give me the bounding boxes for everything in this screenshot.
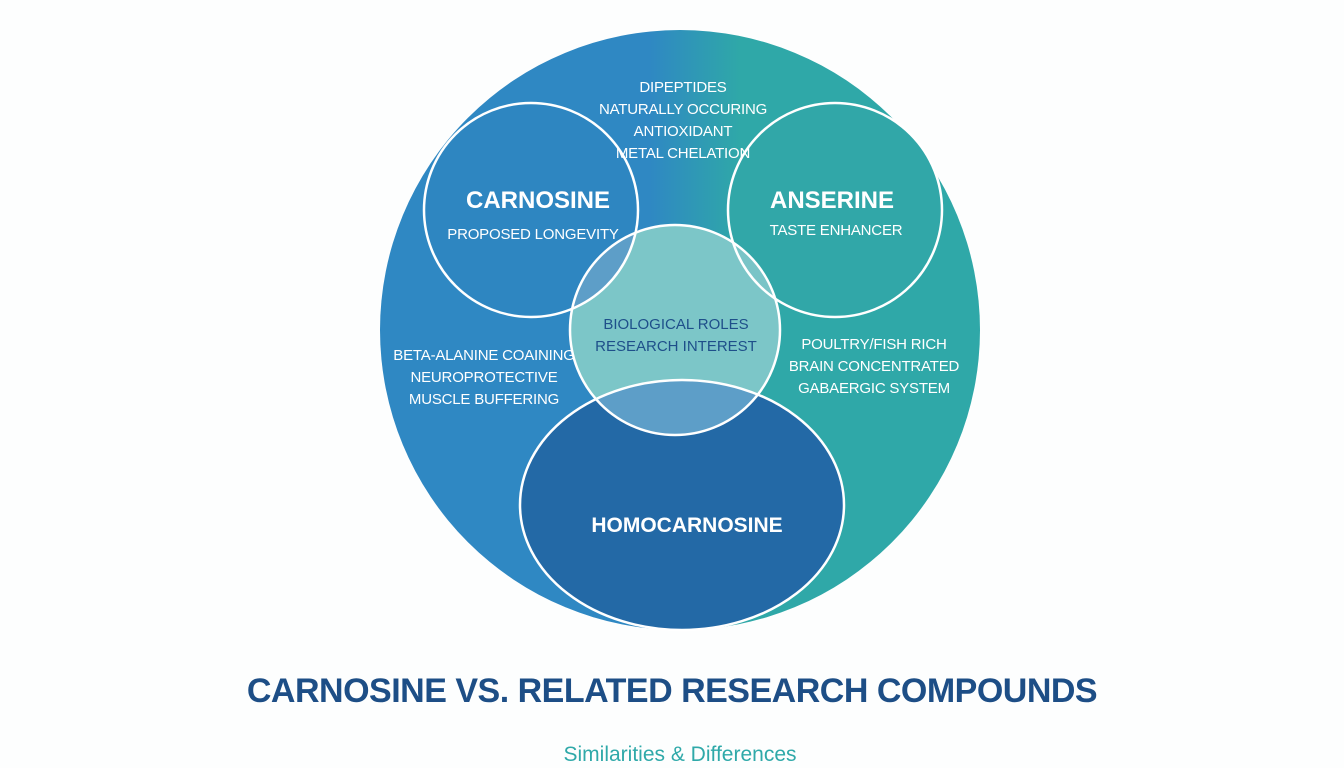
anserine-label: ANSERINE (769, 187, 895, 214)
carnosine-label: CARNOSINE (465, 187, 611, 214)
center-traits: BIOLOGICAL ROLES RESEARCH INTEREST (595, 314, 757, 358)
center-circle (570, 225, 780, 435)
shared-item: METAL CHELATION (615, 145, 751, 162)
diagram-subtitle: Similarities & Differences (563, 743, 797, 766)
homocarnosine-label: HOMOCARNOSINE (591, 514, 783, 537)
homocarnosine-ellipse (520, 380, 844, 630)
anserine-outer-traits: POULTRY/FISH RICH BRAIN CONCENTRATED GAB… (788, 334, 960, 400)
carnosine-outer-item: BETA-ALANINE COAINING (393, 347, 575, 364)
anserine-outer-item: GABAERGIC SYSTEM (798, 380, 950, 397)
carnosine-circle (424, 103, 638, 317)
carnosine-outer-item: NEUROPROTECTIVE (410, 369, 558, 386)
anserine-outline (726, 101, 944, 319)
anserine-trait: TASTE ENHANCER (769, 222, 903, 239)
shared-item: NATURALLY OCCURING (598, 101, 768, 118)
homocarnosine-outline (518, 378, 846, 632)
diagram-title: CARNOSINE VS. RELATED RESEARCH COMPOUNDS (246, 672, 1098, 710)
carnosine-outline (422, 101, 640, 319)
carnosine-trait: PROPOSED LONGEVITY (447, 226, 619, 243)
center-item: BIOLOGICAL ROLES (603, 316, 749, 333)
center-item: RESEARCH INTEREST (595, 338, 757, 355)
anserine-circle (728, 103, 942, 317)
shared-traits: DIPEPTIDES NATURALLY OCCURING ANTIOXIDAN… (599, 77, 767, 165)
shared-item: DIPEPTIDES (639, 79, 727, 96)
anserine-outer-item: POULTRY/FISH RICH (801, 336, 947, 353)
anserine-outer-item: BRAIN CONCENTRATED (788, 358, 960, 375)
carnosine-outer-traits: BETA-ALANINE COAINING NEUROPROTECTIVE MU… (393, 345, 575, 411)
shared-item: ANTIOXIDANT (633, 123, 733, 140)
carnosine-outer-item: MUSCLE BUFFERING (408, 391, 560, 408)
center-outline (568, 223, 782, 437)
